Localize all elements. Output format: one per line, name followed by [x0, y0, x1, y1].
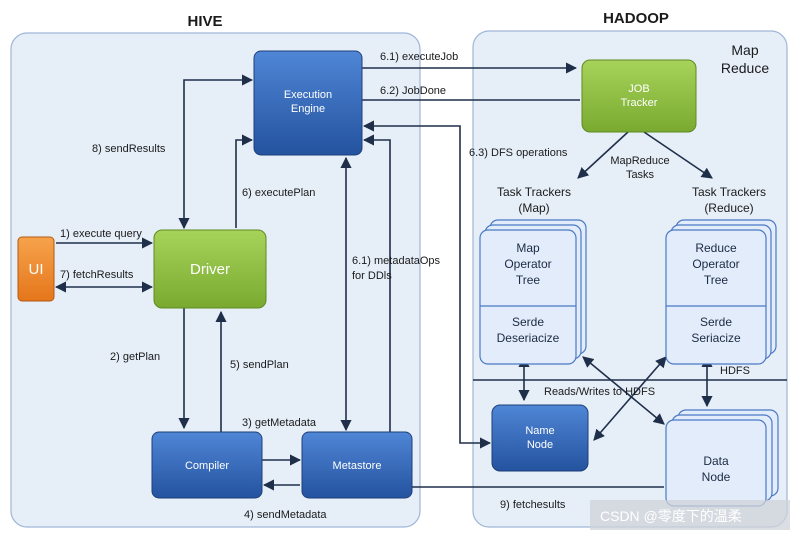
hadoop-title: HADOOP — [603, 10, 669, 27]
arrow-fetch-results-9 — [362, 134, 664, 488]
reduce-tree-label-line1: Reduce — [695, 241, 737, 255]
label-execute-plan: 6) executePlan — [242, 187, 315, 199]
map-serde-label-line2: Deseriacize — [497, 331, 560, 345]
reduce-serde-label-line2: Seriacize — [691, 331, 741, 345]
map-tree-label-line3: Tree — [516, 273, 541, 287]
arrow-reduce-namenode — [593, 356, 667, 441]
label-metadata-ops-line2: for DDls — [352, 270, 392, 282]
driver-label: Driver — [190, 261, 230, 278]
arrow-job-to-reduce — [643, 131, 713, 179]
metastore-box — [301, 431, 413, 499]
reduce-tree-label-line3: Tree — [704, 273, 729, 287]
watermark-bg — [590, 500, 790, 530]
label-execute-query: 1) execute query — [60, 228, 142, 240]
label-dfs-operations: 6.3) DFS operations — [469, 147, 568, 159]
name-node-label-line2: Node — [527, 439, 553, 451]
label-get-metadata: 3) getMetadata — [242, 417, 317, 429]
label-execute-job: 6.1) executeJob — [380, 51, 458, 63]
arrow-dfs-operations — [362, 120, 492, 449]
execution-engine-label-line1: Execution — [284, 89, 332, 101]
reduce-task-tracker-stack — [665, 219, 777, 365]
metastore-label: Metastore — [333, 460, 382, 472]
arrow-execute-plan — [235, 134, 254, 228]
data-node-stack — [665, 409, 779, 507]
label-send-results: 8) sendResults — [92, 143, 166, 155]
compiler-label: Compiler — [185, 460, 229, 472]
map-reduce-title-line1: Map — [731, 42, 758, 58]
execution-engine-box — [253, 50, 363, 156]
reduce-tree-label-line2: Operator — [692, 257, 739, 271]
ui-box — [17, 236, 55, 302]
name-node-box — [491, 404, 589, 472]
map-trackers-title-line1: Task Trackers — [497, 185, 571, 199]
data-node-label-line2: Node — [702, 470, 731, 484]
execution-engine-label-line2: Engine — [291, 103, 325, 115]
map-trackers-title-line2: (Map) — [518, 201, 549, 215]
label-job-done: 6.2) JobDone — [380, 85, 446, 97]
reduce-serde-label-line1: Serde — [700, 315, 732, 329]
csdn-watermark: CSDN @零度下的温柔 — [600, 508, 742, 524]
map-tree-label-line1: Map — [516, 241, 540, 255]
label-get-plan: 2) getPlan — [110, 351, 160, 363]
driver-box — [153, 229, 267, 309]
ui-label: UI — [29, 261, 44, 278]
arrow-job-to-map — [577, 131, 629, 179]
hive-title: HIVE — [187, 13, 222, 30]
compiler-box — [151, 431, 263, 499]
label-metadata-ops-line1: 6.1) metadataOps — [352, 255, 441, 267]
arrow-send-results — [178, 74, 254, 230]
label-mapreduce-tasks-line1: MapReduce — [610, 155, 669, 167]
label-mapreduce-tasks-line2: Tasks — [626, 169, 655, 181]
map-serde-label-line1: Serde — [512, 315, 544, 329]
map-reduce-title-line2: Reduce — [721, 60, 769, 76]
label-reads-writes: Reads/Writes to HDFS — [544, 386, 655, 398]
job-tracker-label-line2: Tracker — [621, 97, 658, 109]
data-node-label-line1: Data — [703, 454, 729, 468]
reduce-trackers-title-line1: Task Trackers — [692, 185, 766, 199]
hdfs-label: HDFS — [720, 365, 750, 377]
job-tracker-label-line1: JOB — [628, 83, 649, 95]
label-fetch-results: 7) fetchResults — [60, 269, 134, 281]
label-fetch-results-9: 9) fetchesults — [500, 499, 566, 511]
map-tree-label-line2: Operator — [504, 257, 551, 271]
name-node-label-line1: Name — [525, 425, 554, 437]
job-tracker-box — [581, 59, 697, 133]
map-task-tracker-stack — [479, 219, 587, 365]
reduce-trackers-title-line2: (Reduce) — [704, 201, 753, 215]
label-send-plan: 5) sendPlan — [230, 359, 289, 371]
label-send-metadata: 4) sendMetadata — [244, 509, 327, 521]
